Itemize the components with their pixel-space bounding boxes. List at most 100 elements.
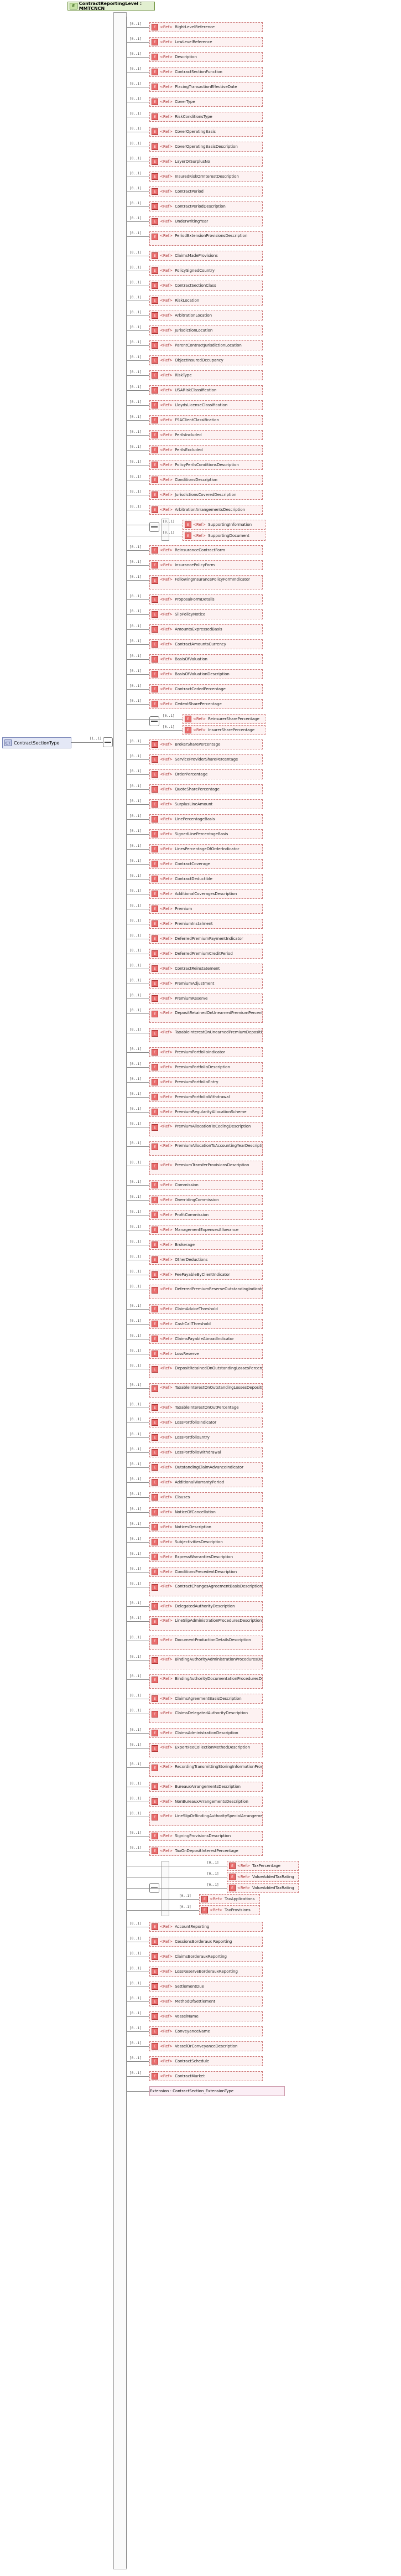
element-node[interactable]: E<Ref>DelegatedAuthorityDescription: [149, 1601, 263, 1611]
element-node[interactable]: E<Ref>BindingAuthorityDocumentationProce…: [149, 1674, 263, 1689]
element-node[interactable]: E<Ref>ReinsuranceContractForm: [149, 545, 263, 555]
element-node[interactable]: E<Ref>PremiumAllocationToAccountingYearD…: [149, 1141, 263, 1156]
element-node[interactable]: E<Ref>TaxApplications: [199, 1894, 260, 1904]
element-node[interactable]: E<Ref>OrderPercentage: [149, 769, 263, 779]
element-node[interactable]: E<Ref>USARiskClassification: [149, 385, 263, 395]
element-node[interactable]: E<Ref>SigningProvisionsDescription: [149, 1831, 263, 1841]
element-node[interactable]: E<Ref>ClaimsAgreementBasisDescription: [149, 1694, 263, 1704]
element-node[interactable]: E<Ref>PolicySignedCountry: [149, 266, 263, 276]
choice-compositor-icon[interactable]: [149, 522, 159, 532]
element-node[interactable]: E<Ref>LloydsLicenseClassification: [149, 400, 263, 410]
element-node[interactable]: E<Ref>LossReserveBorderauxReporting: [149, 1967, 263, 1977]
element-node[interactable]: E<Ref>PremiumPortfolioEntry: [149, 1077, 263, 1087]
element-node[interactable]: E<Ref>SupportingDocument: [183, 531, 265, 541]
element-node[interactable]: E<Ref>ContractPeriodDescription: [149, 201, 263, 211]
element-node[interactable]: E<Ref>TaxPercentage: [227, 1861, 299, 1871]
element-node[interactable]: E<Ref>LossPortfolioIndicator: [149, 1418, 263, 1427]
element-node[interactable]: E<Ref>AdditionalWarrantyPeriod: [149, 1477, 263, 1487]
element-node[interactable]: E<Ref>ProfitCommission: [149, 1210, 263, 1220]
element-node[interactable]: E<Ref>ServiceProviderSharePercentage: [149, 754, 263, 764]
element-node[interactable]: E<Ref>AccountReporting: [149, 1922, 263, 1932]
element-node[interactable]: E<Ref>LossPortfolioWithdrawal: [149, 1447, 263, 1457]
element-node[interactable]: E<Ref>ContractReinstatement: [149, 964, 263, 974]
element-node[interactable]: E<Ref>FeePayableByClientIndicator: [149, 1270, 263, 1280]
element-node[interactable]: E<Ref>ValueAddedTaxRating: [227, 1883, 299, 1893]
element-node[interactable]: E<Ref>CoverOperatingBasis: [149, 127, 263, 137]
element-node[interactable]: E<Ref>NoticeOfCancellation: [149, 1507, 263, 1517]
element-node[interactable]: E<Ref>LowLevelReference: [149, 37, 263, 47]
element-node[interactable]: E<Ref>OutstandingClaimAdvanceIndicator: [149, 1462, 263, 1472]
element-node[interactable]: E<Ref>InsurancePolicyForm: [149, 560, 263, 570]
element-node[interactable]: E<Ref>DeferredPremiumReserveOutstandingI…: [149, 1285, 263, 1299]
element-node[interactable]: E<Ref>CedentSharePercentage: [149, 699, 263, 709]
element-node[interactable]: E<Ref>SubjectivitiesDescription: [149, 1537, 263, 1547]
element-node[interactable]: E<Ref>PremiumPortfolioIndicator: [149, 1047, 263, 1057]
element-node[interactable]: E<Ref>Commission: [149, 1180, 263, 1190]
element-node[interactable]: E<Ref>PremiumAllocationToCedingDescripti…: [149, 1122, 263, 1136]
element-node[interactable]: E<Ref>ArbitrationArrangementsDescription: [149, 505, 263, 515]
element-node[interactable]: E<Ref>ProposalFormDetails: [149, 594, 263, 604]
element-node[interactable]: E<Ref>ConditionsPrecedentDescription: [149, 1567, 263, 1577]
element-node[interactable]: E<Ref>OtherDeductions: [149, 1255, 263, 1265]
element-node[interactable]: E<Ref>ExpressWarrantiesDescription: [149, 1552, 263, 1562]
element-node[interactable]: E<Ref>ManagementExpensesAllowance: [149, 1225, 263, 1235]
element-node[interactable]: E<Ref>DepositRetainedOnUnearnedPremiumPe…: [149, 1008, 263, 1023]
element-node[interactable]: E<Ref>RiskConditionsType: [149, 112, 263, 122]
element-node[interactable]: E<Ref>DocumentProductionDetailsDescripti…: [149, 1636, 263, 1650]
element-node[interactable]: E<Ref>SettlementDue: [149, 1982, 263, 1992]
extension-node[interactable]: Extension : ContractSection_ExtensionTyp…: [149, 2086, 285, 2096]
element-node[interactable]: E<Ref>ClaimsAdministrationDescription: [149, 1728, 263, 1738]
element-node[interactable]: E<Ref>RiskLocation: [149, 296, 263, 306]
element-node[interactable]: E<Ref>CessionsBorderaux Reporting: [149, 1937, 263, 1947]
element-node[interactable]: E<Ref>SignedLinePercentageBasis: [149, 829, 263, 839]
element-node[interactable]: E<Ref>BureauxArrangementsDescription: [149, 1782, 263, 1792]
element-node[interactable]: E<Ref>DepositRetainedOnOutstandingLosses…: [149, 1364, 263, 1378]
element-node[interactable]: E<Ref>VesselOrConveyanceDescription: [149, 2041, 263, 2051]
element-node[interactable]: E<Ref>PremiumRegularityAllocationScheme: [149, 1107, 263, 1117]
element-node[interactable]: E<Ref>BindingAuthorityAdministrationProc…: [149, 1655, 263, 1669]
element-node[interactable]: E<Ref>ContractDeductible: [149, 874, 263, 884]
element-node[interactable]: E<Ref>OverridingCommission: [149, 1195, 263, 1205]
element-node[interactable]: E<Ref>AmountsExpressedBasis: [149, 624, 263, 634]
element-node[interactable]: E<Ref>InsurerSharePercentage: [183, 725, 265, 735]
element-node[interactable]: E<Ref>ContractSchedule: [149, 2056, 263, 2066]
element-node[interactable]: E<Ref>BrokerSharePercentage: [149, 739, 263, 749]
element-node[interactable]: E<Ref>PeriodExtensionProvisionsDescripti…: [149, 231, 263, 246]
element-node[interactable]: E<Ref>ContractCededPercentage: [149, 684, 263, 694]
element-node[interactable]: E<Ref>ClaimAdviceThreshold: [149, 1304, 263, 1314]
element-node[interactable]: E<Ref>TaxableInterestOnOutstandingLosses…: [149, 1383, 263, 1398]
element-node[interactable]: E<Ref>ContractChangesAgreementBasisDescr…: [149, 1582, 263, 1596]
element-node[interactable]: E<Ref>ClaimsMadeProvisions: [149, 251, 263, 261]
element-node[interactable]: E<Ref>LinesPercentageOfOrderIndicator: [149, 844, 263, 854]
element-node[interactable]: E<Ref>AdditionalCoveragesDescription: [149, 889, 263, 899]
header-element[interactable]: E ContractReportingLevel : MMTCNCN: [67, 1, 155, 11]
element-node[interactable]: E<Ref>PerilsExcluded: [149, 445, 263, 455]
element-node[interactable]: E<Ref>LineSlipOrBindingAuthoritySpecialA…: [149, 1812, 263, 1826]
element-node[interactable]: E<Ref>DeferredPremiumPaymentIndicator: [149, 934, 263, 944]
element-node[interactable]: E<Ref>ContractAmountsCurrency: [149, 639, 263, 649]
element-node[interactable]: E<Ref>Clauses: [149, 1492, 263, 1502]
element-node[interactable]: E<Ref>SupportingInformation: [183, 520, 265, 530]
element-node[interactable]: E<Ref>CoverType: [149, 97, 263, 107]
element-node[interactable]: E<Ref>PremiumPortfolioWithdrawal: [149, 1092, 263, 1102]
element-node[interactable]: E<Ref>JurisdictionsCoveredDescription: [149, 490, 263, 500]
element-node[interactable]: E<Ref>ObjectInsuredOccupancy: [149, 355, 263, 365]
element-node[interactable]: E<Ref>NoticesDescription: [149, 1522, 263, 1532]
element-node[interactable]: E<Ref>LayerOrSurplusNo: [149, 157, 263, 167]
sequence-compositor-icon[interactable]: [103, 737, 113, 747]
element-node[interactable]: E<Ref>Brokerage: [149, 1240, 263, 1250]
element-node[interactable]: E<Ref>CoverOperatingBasisDescription: [149, 142, 263, 152]
element-node[interactable]: E<Ref>ClaimsBorderauxReporting: [149, 1952, 263, 1962]
element-node[interactable]: E<Ref>MethodOfSettlement: [149, 1996, 263, 2006]
element-node[interactable]: E<Ref>TaxableInterestOnUnearnedPremiumDe…: [149, 1028, 263, 1042]
element-node[interactable]: E<Ref>RightLevelReference: [149, 22, 263, 32]
element-node[interactable]: E<Ref>ClaimsPayableAbroadIndicator: [149, 1334, 263, 1344]
element-node[interactable]: E<Ref>CashCallThreshold: [149, 1319, 263, 1329]
element-node[interactable]: E<Ref>FSAClientClassification: [149, 415, 263, 425]
element-node[interactable]: E<Ref>RecordingTransmittingStoringInform…: [149, 1762, 263, 1777]
element-node[interactable]: E<Ref>TaxProvisions: [199, 1905, 260, 1915]
element-node[interactable]: E<Ref>ArbitrationLocation: [149, 311, 263, 320]
element-node[interactable]: E<Ref>LossReserve: [149, 1349, 263, 1359]
element-node[interactable]: E<Ref>ParentContractJurisdictionLocation: [149, 340, 263, 350]
element-node[interactable]: E<Ref>LinePercentageBasis: [149, 814, 263, 824]
